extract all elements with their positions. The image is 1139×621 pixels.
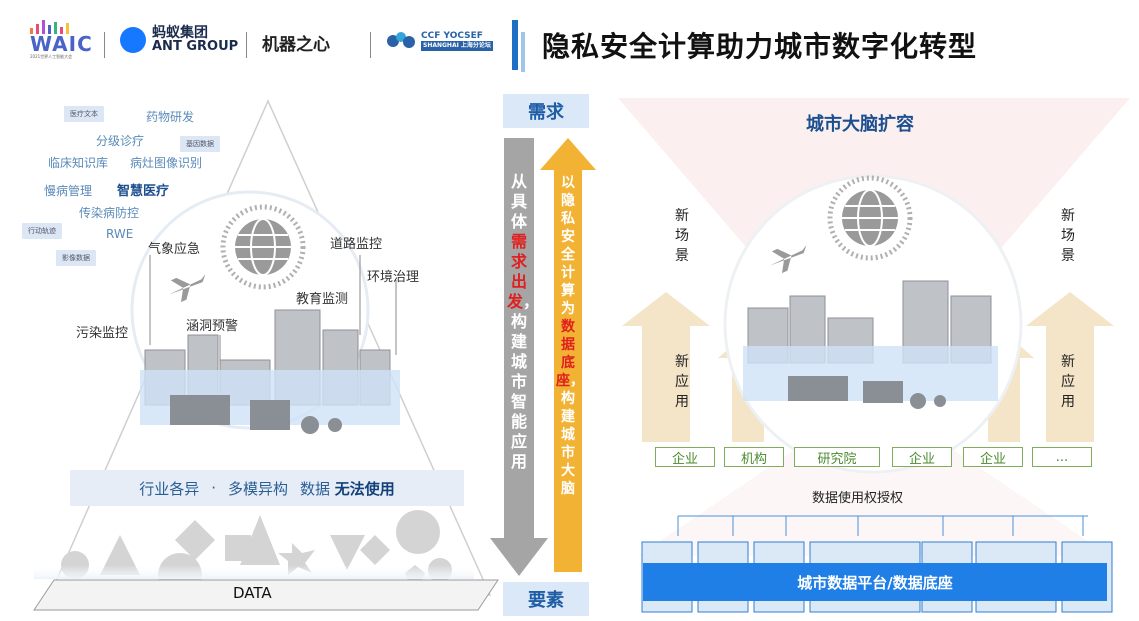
ccf-yocsef-logo: CCF YOCSEF SHANGHAI 上海分论坛 [386, 30, 493, 52]
logo-divider [370, 32, 371, 58]
ccf-mark-icon [387, 32, 415, 48]
new-scene-right-label: 新场景 [1061, 208, 1075, 264]
auth-label: 数据使用权授权 [812, 491, 904, 506]
demand-header: 需求 [503, 94, 589, 128]
data-tag: 基因数据 [180, 136, 220, 152]
city-label: 环境治理 [367, 270, 420, 285]
airplane-icon [769, 245, 807, 274]
down-arrow-text-post: ，构建城市智能应用 [510, 292, 540, 471]
title-accent-bar [512, 20, 518, 70]
label-pointer-lines [149, 255, 397, 365]
down-arrow [490, 138, 548, 576]
problem-part4: 无法使用 [334, 479, 395, 498]
ground-fade [34, 565, 474, 579]
org-box: 企业 [892, 447, 952, 467]
data-tag: 行动轨迹 [22, 223, 62, 239]
city-foreground [170, 395, 342, 434]
problem-part2: 多模异构 [227, 479, 288, 498]
new-app-left-label: 新应用 [675, 354, 689, 410]
logo-divider [246, 32, 247, 58]
right-panel-graphic [618, 98, 1130, 613]
airplane-icon [168, 274, 206, 303]
city-label: 气象应急 [148, 242, 201, 257]
medical-label: 传染病防控 [79, 206, 140, 220]
medical-highlight-label: 智慧医疗 [117, 184, 170, 199]
title-accent-bar-light [521, 32, 525, 72]
org-box: 企业 [655, 447, 715, 467]
up-arrow-text-red: 数据底座 [556, 319, 575, 389]
up-arrow [540, 138, 596, 572]
new-app-right-label: 新应用 [1061, 354, 1075, 410]
org-box: 机构 [724, 447, 784, 467]
down-arrow-text-pre: 从具体 [510, 172, 527, 231]
page-title: 隐私安全计算助力城市数字化转型 [542, 30, 978, 63]
city-foreground [788, 376, 946, 409]
factor-header: 要素 [503, 582, 589, 616]
medical-label: RWE [106, 227, 134, 241]
org-box: 研究院 [794, 447, 880, 467]
jiqizhixin-logo: 机器之心 [262, 30, 330, 55]
up-arrow-text-pre: 以隐私安全计算为 [561, 175, 575, 317]
ant-group-logo: 蚂蚁集团 ANT GROUP [120, 26, 238, 54]
auth-connector-lines [677, 515, 1088, 536]
down-arrow-text: 从具体需求出发，构建城市智能应用 [507, 172, 539, 472]
up-arrow-text: 以隐私安全计算为数据底座，构建城市大脑 [556, 174, 584, 498]
ant-name-en: ANT GROUP [152, 39, 239, 54]
problem-statement-box: 行业各异 · 多模异构 数据 无法使用 [70, 470, 464, 506]
waic-name: WAIC [30, 32, 93, 56]
waic-bars-icon [30, 20, 92, 34]
problem-part3: 数据 [300, 479, 331, 498]
data-tag: 影像数据 [56, 250, 96, 266]
medical-label: 临床知识库 [48, 156, 109, 170]
org-box: ... [1032, 447, 1092, 467]
city-data-platform-bar: 城市数据平台/数据底座 [643, 563, 1107, 601]
city-label: 教育监测 [296, 292, 349, 307]
problem-dot: · [211, 479, 216, 497]
up-arrow-text-post: ，构建城市大脑 [561, 373, 584, 497]
ant-name-cn: 蚂蚁集团 [152, 25, 208, 41]
data-tag: 医疗文本 [64, 106, 104, 122]
data-base-plate [33, 579, 499, 611]
medical-label: 药物研发 [146, 110, 195, 124]
medical-label: 分级诊疗 [96, 134, 145, 148]
down-arrow-text-red: 需求出发 [507, 232, 527, 311]
logo-divider [104, 32, 105, 58]
waic-subtitle: 2021世界人工智能大会 [30, 54, 73, 59]
medical-label: 慢病管理 [44, 184, 93, 198]
city-brain-title: 城市大脑扩容 [806, 114, 914, 135]
city-label: 污染监控 [76, 326, 129, 341]
new-scene-left-label: 新场景 [675, 208, 689, 264]
ant-mark-icon [120, 27, 146, 53]
city-label: 道路监控 [330, 237, 383, 252]
jiqizhixin-name: 机器之心 [262, 35, 330, 55]
left-pyramid-graphic [33, 99, 499, 611]
medical-label: 病灶图像识别 [130, 156, 203, 170]
ccf-line1: CCF YOCSEF [421, 31, 483, 41]
globe-icon [220, 204, 306, 290]
city-label: 涵洞预警 [186, 319, 239, 334]
waic-logo: WAIC 2021世界人工智能大会 [30, 20, 92, 66]
ccf-line2: SHANGHAI 上海分论坛 [421, 41, 493, 51]
globe-icon [827, 175, 913, 261]
problem-part1: 行业各异 [139, 479, 200, 498]
org-box: 企业 [963, 447, 1023, 467]
data-base-label: DATA [233, 584, 272, 602]
